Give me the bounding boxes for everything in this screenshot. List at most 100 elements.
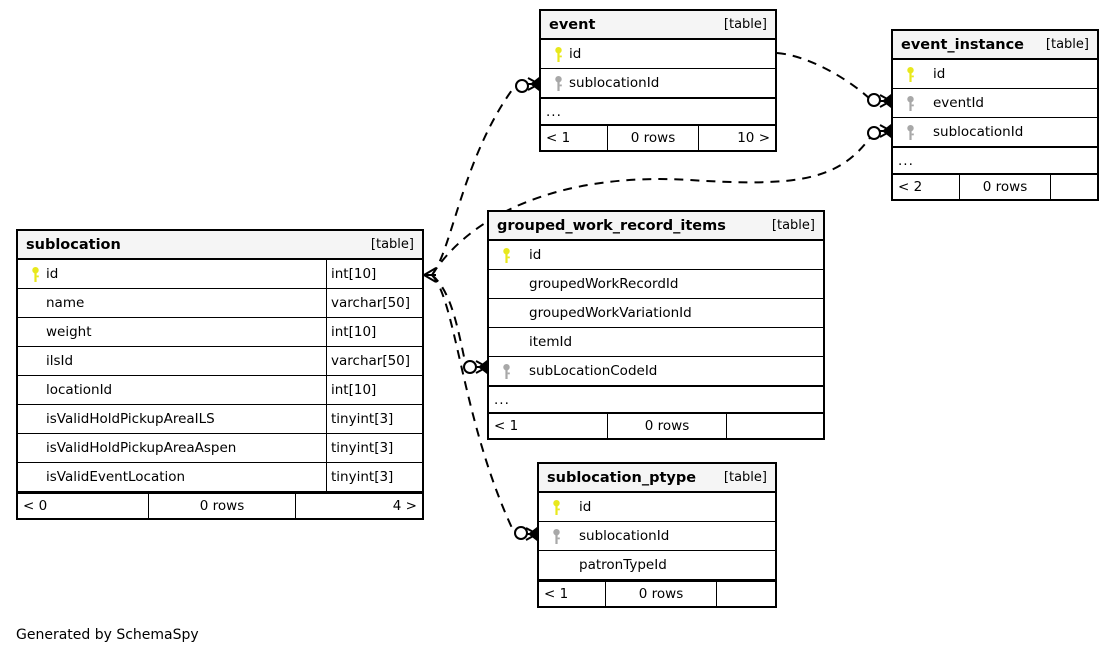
cardinality-marker-grouped-work-record-items-sublocationcodeid — [463, 360, 488, 374]
column-label: subLocationCodeId — [529, 363, 658, 379]
column-label: isValidHoldPickupAreaAspen — [46, 440, 237, 456]
column-label: itemId — [529, 334, 573, 350]
column-label: id — [569, 46, 582, 62]
column-label: weight — [46, 324, 92, 340]
column-label: groupedWorkRecordId — [529, 276, 679, 292]
column-name-cell: eventId — [893, 89, 1097, 117]
column-row-sublocation-ilsid[interactable]: ilsId varchar[50] — [18, 347, 422, 376]
edge-event-event-instance — [776, 52, 871, 100]
table-grouped-work-record-items-more-columns: ... — [489, 386, 823, 412]
cardinality-marker-event-sublocationid — [515, 77, 540, 93]
column-type: tinyint[3] — [326, 434, 422, 462]
column-name-cell: name — [18, 289, 326, 317]
table-grouped-work-record-items-footer: < 1 0 rows — [489, 412, 823, 438]
column-label: sublocationId — [569, 75, 660, 91]
column-row-sublocation-isvalidholdpickupareaaspen[interactable]: isValidHoldPickupAreaAspen tinyint[3] — [18, 434, 422, 463]
column-name-cell: id — [489, 241, 823, 269]
table-event-more-columns: ... — [541, 98, 775, 124]
column-label: eventId — [933, 95, 985, 111]
column-row-sublocation-ptype-patrontypeid[interactable]: patronTypeId — [539, 551, 775, 580]
column-row-sublocation-name[interactable]: name varchar[50] — [18, 289, 422, 318]
column-row-gwri-groupedworkvariationid[interactable]: groupedWorkVariationId — [489, 299, 823, 328]
footer-row-count: 0 rows — [605, 582, 717, 606]
column-row-sublocation-locationid[interactable]: locationId int[10] — [18, 376, 422, 405]
column-name-cell: id — [541, 40, 775, 68]
table-event-instance-footer: < 2 0 rows — [893, 173, 1097, 199]
column-label: isValidEventLocation — [46, 469, 186, 485]
table-sublocation[interactable]: sublocation [table] id int[10] name varc… — [16, 229, 424, 520]
primary-key-icon — [545, 499, 567, 515]
column-name-cell: weight — [18, 318, 326, 346]
footer-prev-count[interactable]: < 2 — [898, 179, 923, 195]
column-name-cell: isValidHoldPickupAreaAspen — [18, 434, 326, 462]
foreign-key-icon — [495, 363, 517, 379]
column-row-event-sublocationid[interactable]: sublocationId — [541, 69, 775, 98]
table-sublocation-kind: [table] — [370, 237, 414, 252]
table-event-title: event — [549, 16, 596, 33]
foreign-key-icon — [547, 75, 569, 91]
column-type: varchar[50] — [326, 289, 422, 317]
foreign-key-icon — [899, 124, 921, 140]
table-grouped-work-record-items-kind: [table] — [771, 218, 815, 233]
table-event-instance-title: event_instance — [901, 36, 1025, 53]
column-label: groupedWorkVariationId — [529, 305, 692, 321]
primary-key-icon — [899, 66, 921, 82]
column-row-sublocation-ptype-id[interactable]: id — [539, 493, 775, 522]
footer-prev-count[interactable]: < 1 — [546, 130, 571, 146]
cardinality-marker-event-instance-eventid — [867, 93, 892, 108]
column-row-event-instance-sublocationid[interactable]: sublocationId — [893, 118, 1097, 147]
column-label: locationId — [46, 382, 113, 398]
table-grouped-work-record-items-header: grouped_work_record_items [table] — [489, 212, 823, 241]
footer-next-count[interactable] — [727, 414, 823, 438]
footer-row-count: 0 rows — [607, 126, 699, 150]
column-name-cell: isValidHoldPickupAreaILS — [18, 405, 326, 433]
table-sublocation-ptype-kind: [table] — [723, 470, 767, 485]
column-name-cell: sublocationId — [539, 522, 775, 550]
primary-key-icon — [495, 247, 517, 263]
column-label: ilsId — [46, 353, 74, 369]
column-row-gwri-sublocationcodeid[interactable]: subLocationCodeId — [489, 357, 823, 386]
footer-prev-count[interactable]: < 1 — [494, 418, 519, 434]
table-grouped-work-record-items-title: grouped_work_record_items — [497, 217, 726, 234]
column-row-sublocation-ptype-sublocationid[interactable]: sublocationId — [539, 522, 775, 551]
footer-next-count[interactable] — [1051, 175, 1097, 199]
table-event-instance-kind: [table] — [1045, 37, 1089, 52]
column-row-event-instance-id[interactable]: id — [893, 60, 1097, 89]
column-row-sublocation-weight[interactable]: weight int[10] — [18, 318, 422, 347]
table-grouped-work-record-items[interactable]: grouped_work_record_items [table] id gro… — [487, 210, 825, 440]
column-label: sublocationId — [579, 528, 670, 544]
column-name-cell: patronTypeId — [539, 551, 775, 579]
footer-row-count: 0 rows — [959, 175, 1051, 199]
table-event[interactable]: event [table] id sublocationId ... < 1 0… — [539, 9, 777, 152]
column-row-event-instance-eventid[interactable]: eventId — [893, 89, 1097, 118]
column-name-cell: groupedWorkRecordId — [489, 270, 823, 298]
foreign-key-icon — [545, 528, 567, 544]
column-row-event-id[interactable]: id — [541, 40, 775, 69]
footer-next-count[interactable]: 4 > — [392, 498, 417, 514]
column-label: sublocationId — [933, 124, 1024, 140]
column-type: int[10] — [326, 318, 422, 346]
footer-next-count[interactable] — [717, 582, 775, 606]
column-row-gwri-id[interactable]: id — [489, 241, 823, 270]
footer-prev-count[interactable]: < 1 — [544, 586, 569, 602]
column-row-sublocation-id[interactable]: id int[10] — [18, 260, 422, 289]
column-name-cell: groupedWorkVariationId — [489, 299, 823, 327]
column-name-cell: isValidEventLocation — [18, 463, 326, 491]
table-event-instance[interactable]: event_instance [table] id eventId — [891, 29, 1099, 201]
table-sublocation-ptype[interactable]: sublocation_ptype [table] id sublocation… — [537, 462, 777, 608]
column-row-gwri-itemid[interactable]: itemId — [489, 328, 823, 357]
table-event-footer: < 1 0 rows 10 > — [541, 124, 775, 150]
column-row-sublocation-isvalidholdpickupareails[interactable]: isValidHoldPickupAreaILS tinyint[3] — [18, 405, 422, 434]
column-row-sublocation-isvalideventlocation[interactable]: isValidEventLocation tinyint[3] — [18, 463, 422, 492]
primary-key-icon — [24, 266, 46, 282]
cardinality-marker-sublocation-id — [423, 267, 437, 283]
column-name-cell: ilsId — [18, 347, 326, 375]
column-type: int[10] — [326, 376, 422, 404]
column-type: tinyint[3] — [326, 405, 422, 433]
column-label: id — [933, 66, 946, 82]
column-row-gwri-groupedworkrecordid[interactable]: groupedWorkRecordId — [489, 270, 823, 299]
footer-prev-count[interactable]: < 0 — [23, 498, 48, 514]
column-label: name — [46, 295, 85, 311]
primary-key-icon — [547, 46, 569, 62]
footer-next-count[interactable]: 10 > — [737, 130, 770, 146]
